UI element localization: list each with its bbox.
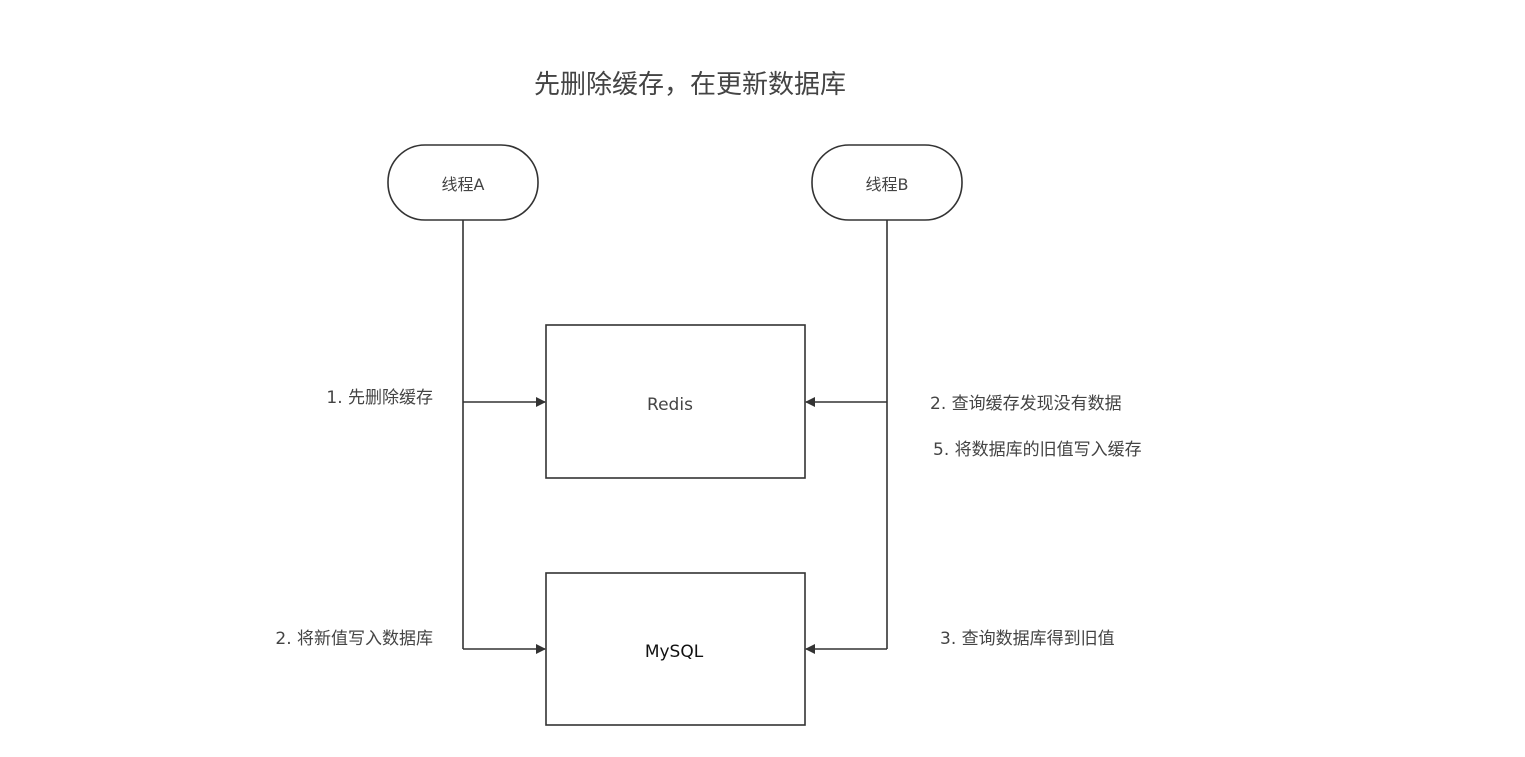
step-a-write-db: 2. 将新值写入数据库 xyxy=(275,629,433,649)
redis-label: Redis xyxy=(647,395,693,415)
step-b-query-db: 3. 查询数据库得到旧值 xyxy=(940,629,1115,649)
thread-a-label: 线程A xyxy=(442,175,485,194)
thread-b-label: 线程B xyxy=(866,175,909,194)
redis-box xyxy=(545,324,806,479)
page-title: 先删除缓存，在更新数据库 xyxy=(534,70,846,100)
mysql-label: MySQL xyxy=(645,642,704,662)
step-a-delete-cache: 1. 先删除缓存 xyxy=(326,388,433,408)
step-b-query-cache: 2. 查询缓存发现没有数据 xyxy=(930,394,1122,414)
step-b-write-cache: 5. 将数据库的旧值写入缓存 xyxy=(933,440,1142,460)
